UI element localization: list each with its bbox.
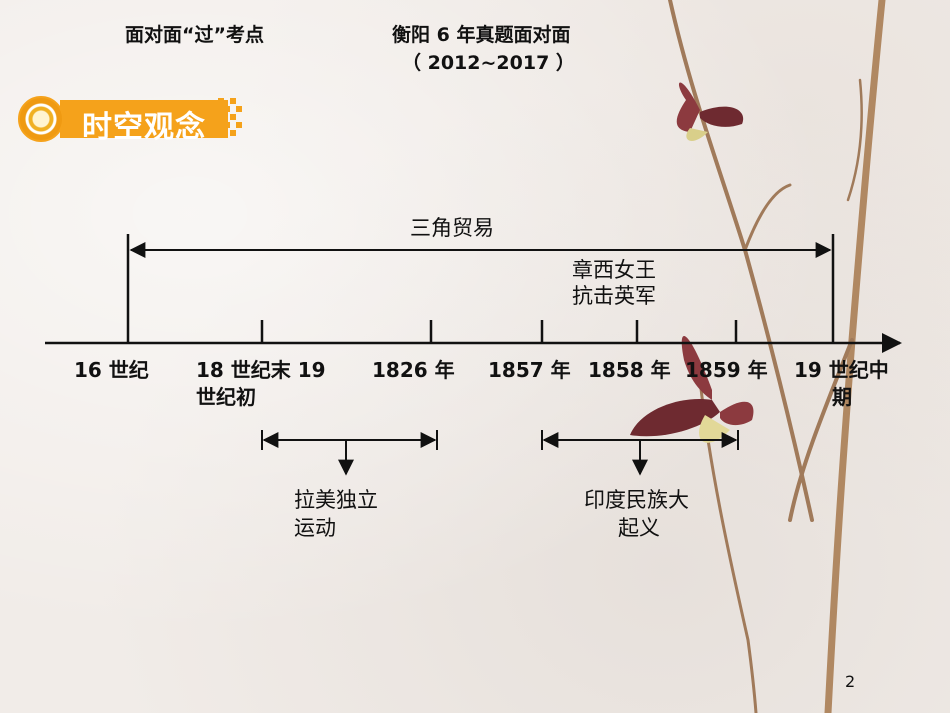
badge-dots bbox=[218, 96, 242, 142]
butterfly-top-icon bbox=[676, 82, 744, 141]
tick-label-1857: 1857 年 bbox=[488, 358, 571, 382]
tick-label-18c-line1: 18 世纪末 19 bbox=[196, 358, 326, 382]
event-latin-line1: 拉美独立 bbox=[294, 488, 378, 512]
tick-label-19c-line1: 19 世纪中 bbox=[794, 358, 889, 382]
tick-label-16c: 16 世纪 bbox=[74, 358, 149, 382]
tick-label-18c-line2: 世纪初 bbox=[196, 385, 256, 409]
event-latin-line2: 运动 bbox=[294, 516, 336, 540]
tick-label-1858: 1858 年 bbox=[588, 358, 671, 382]
event-queen-line2: 抗击英军 bbox=[572, 284, 656, 308]
event-india-line2: 起义 bbox=[618, 516, 660, 540]
target-icon bbox=[18, 96, 64, 142]
butterfly-bottom-icon bbox=[630, 336, 754, 443]
event-triangle-trade: 三角贸易 bbox=[410, 216, 494, 240]
tick-label-1859: 1859 年 bbox=[685, 358, 768, 382]
event-queen-line1: 章西女王 bbox=[572, 258, 656, 282]
section-label: 时空观念 bbox=[82, 110, 206, 145]
event-india-line1: 印度民族大 bbox=[584, 488, 689, 512]
tick-label-1826: 1826 年 bbox=[372, 358, 455, 382]
page-number: 2 bbox=[845, 672, 856, 691]
header-right: 衡阳 6 年真题面对面 bbox=[392, 24, 571, 46]
header-years: （ 2012~2017 ） bbox=[402, 52, 575, 74]
tick-label-19c-line2: 期 bbox=[832, 385, 852, 409]
section-badge: 时空观念 bbox=[18, 96, 242, 145]
header-left: 面对面“过”考点 bbox=[125, 24, 264, 46]
badge-bar bbox=[60, 100, 228, 138]
